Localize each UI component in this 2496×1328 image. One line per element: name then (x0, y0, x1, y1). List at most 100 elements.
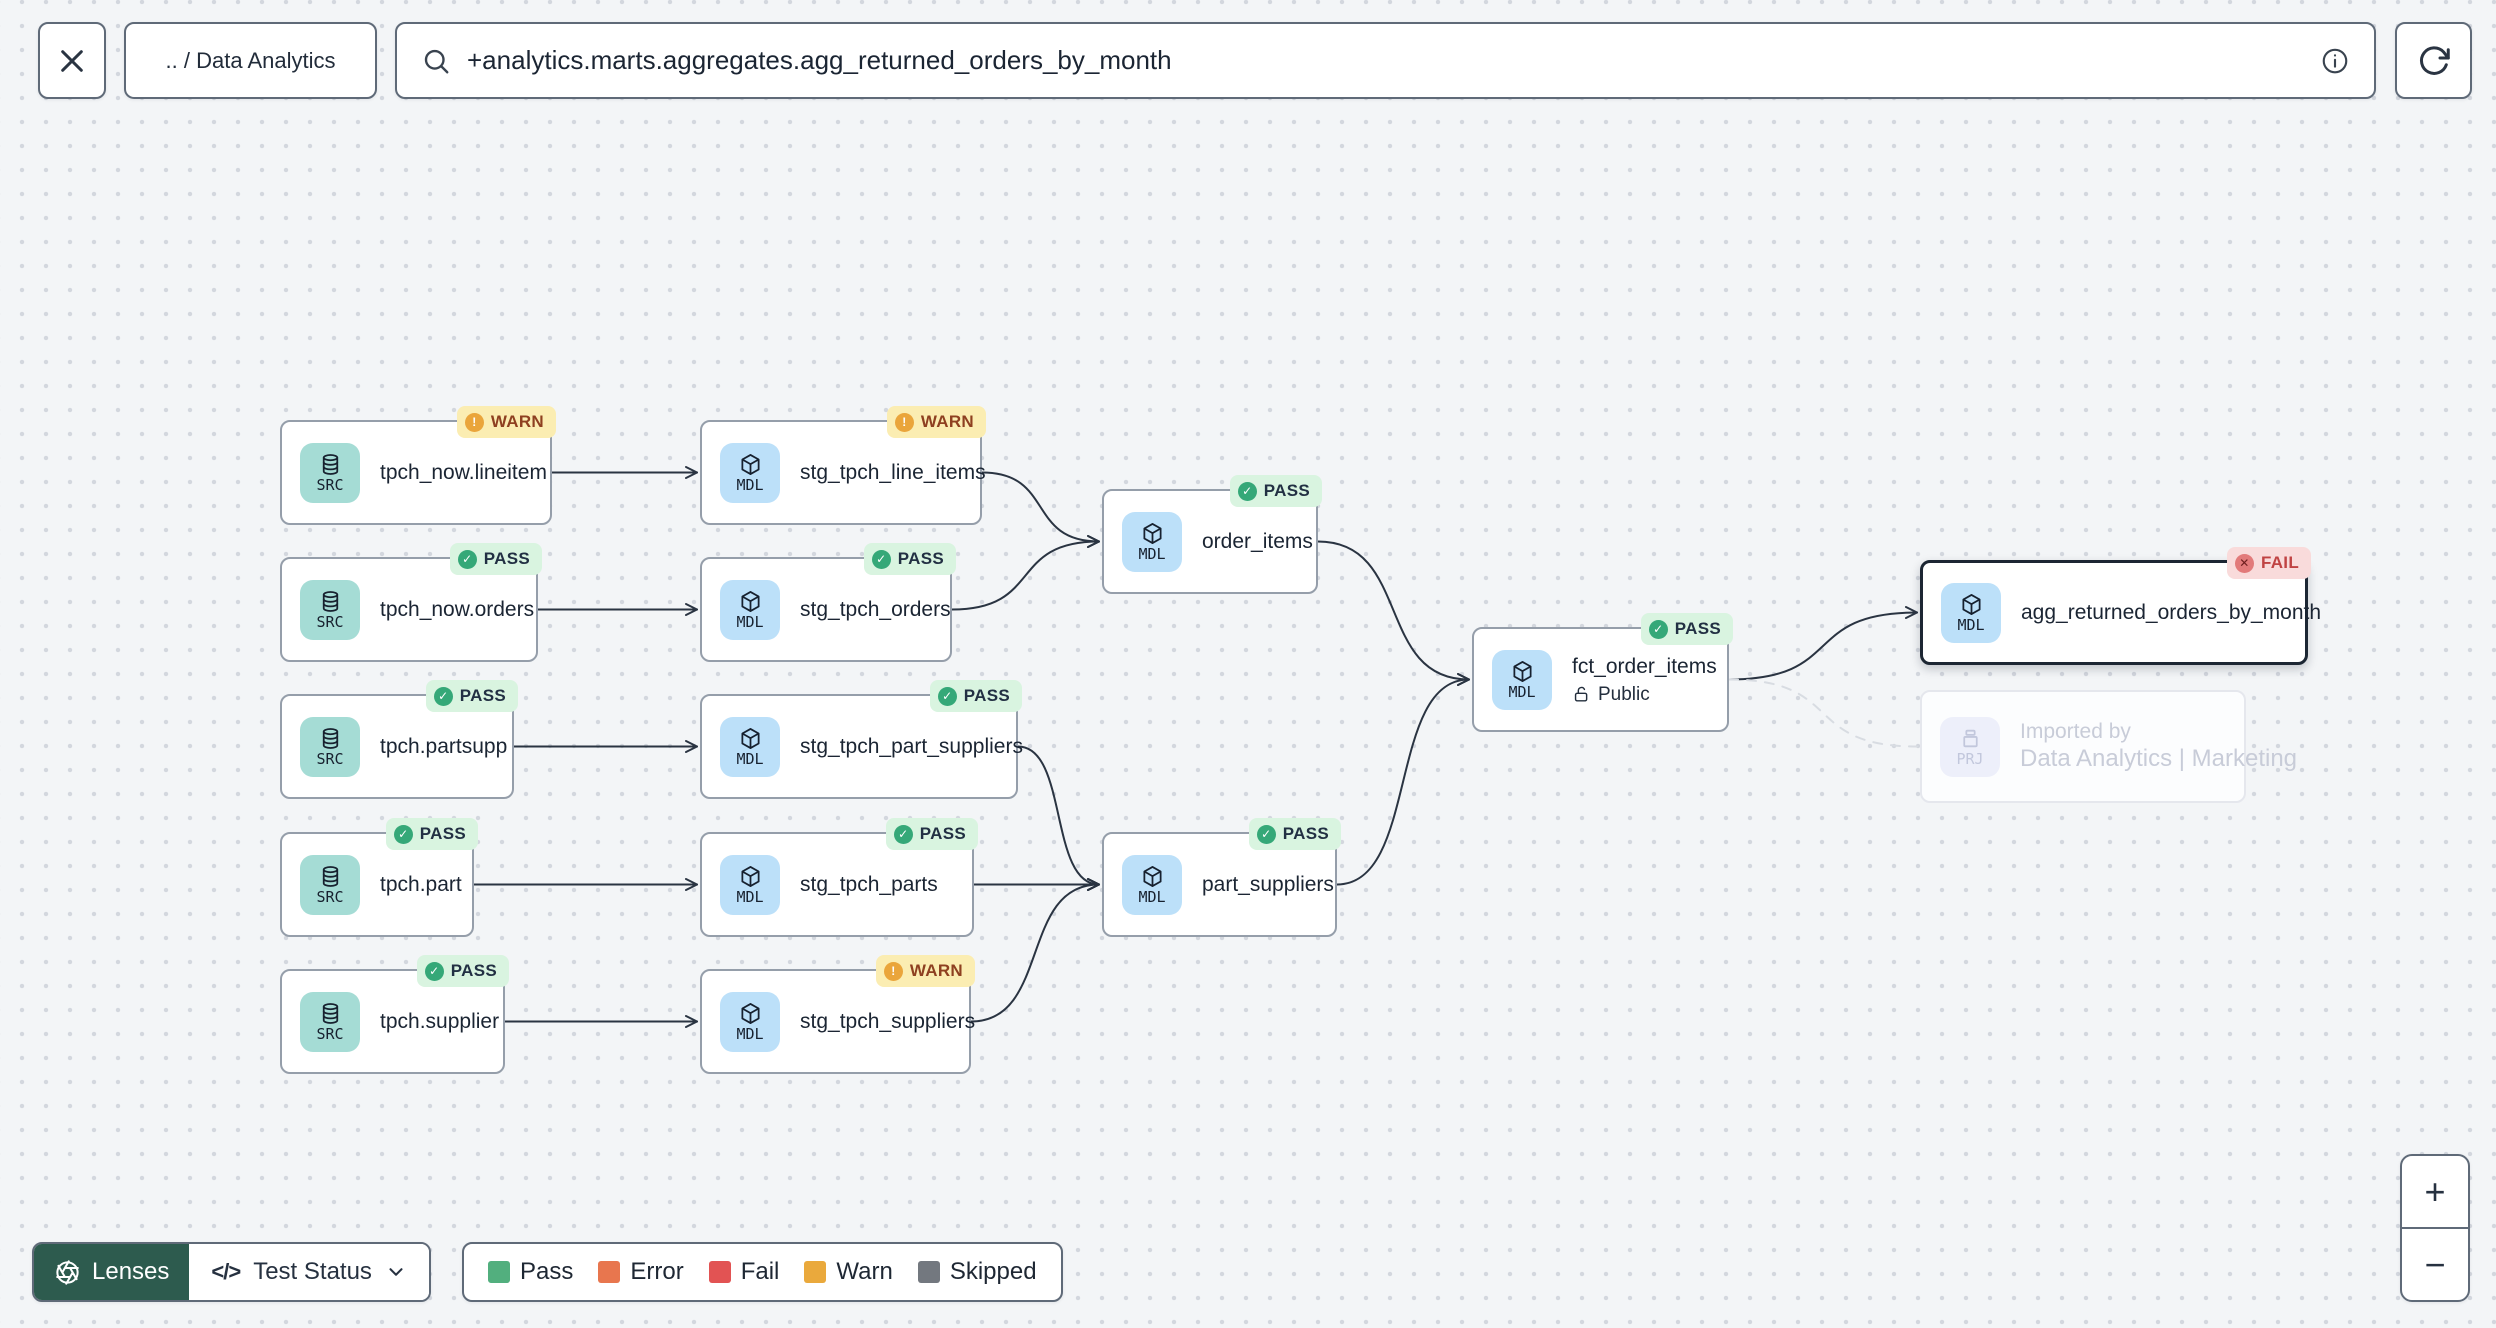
node-type-icon: SRC (300, 991, 360, 1052)
edge-stg_part_suppliers-to-part_suppliers (1017, 745, 1100, 891)
status-icon: ✓ (457, 549, 477, 569)
legend-item: Warn (804, 1258, 893, 1286)
search-icon (421, 46, 451, 76)
legend-item: Skipped (917, 1258, 1037, 1286)
node-type-icon: MDL (720, 442, 780, 503)
legend-swatch (917, 1261, 940, 1283)
edge-part_suppliers-to-fct_order_items (1336, 673, 1470, 886)
graph-node-fct_order_items[interactable]: ✓PASS MDL fct_order_items Public (1472, 613, 1733, 732)
status-icon: ! (883, 961, 903, 981)
status-icon: ✓ (893, 824, 913, 844)
legend: Pass Error Fail Warn Skipped (462, 1242, 1063, 1302)
status-badge: !WARN (886, 406, 986, 438)
node-type-icon: MDL (720, 716, 780, 777)
edge-fct_order_items-to-imported_by (1728, 678, 1918, 748)
node-type-icon: SRC (300, 716, 360, 777)
node-type-icon: SRC (300, 442, 360, 503)
close-icon (56, 45, 88, 77)
legend-swatch (708, 1261, 731, 1283)
node-title: order_items (1202, 530, 1313, 553)
info-icon[interactable] (2320, 46, 2350, 76)
search-input[interactable] (467, 45, 2304, 76)
chevron-down-icon (385, 1261, 407, 1283)
node-title: stg_tpch_suppliers (800, 1010, 976, 1033)
refresh-button[interactable] (2395, 22, 2472, 99)
node-title: fct_order_items (1572, 654, 1717, 678)
graph-node-stg_line_items[interactable]: !WARN MDL stg_tpch_line_items (700, 406, 986, 525)
graph-node-stg_part_suppliers[interactable]: ✓PASS MDL stg_tpch_part_suppliers (700, 680, 1023, 799)
graph-node-stg_suppliers[interactable]: !WARN MDL stg_tpch_suppliers (700, 955, 976, 1074)
graph-node-src_lineitem[interactable]: !WARN SRC tpch_now.lineitem (280, 406, 556, 525)
status-badge: ✓PASS (1640, 613, 1733, 645)
legend-item: Pass (488, 1258, 573, 1286)
node-title: stg_tpch_line_items (800, 461, 986, 484)
status-icon: ! (894, 412, 914, 432)
status-badge: !WARN (456, 406, 556, 438)
legend-label: Fail (740, 1258, 780, 1285)
legend-label: Pass (520, 1258, 574, 1285)
node-access-label: Public (1572, 684, 1709, 706)
node-title: stg_tpch_orders (800, 598, 951, 621)
node-type-icon: MDL (720, 579, 780, 640)
node-title: tpch.supplier (380, 1010, 500, 1033)
breadcrumb-label: .. / Data Analytics (165, 47, 336, 73)
graph-node-src_supplier[interactable]: ✓PASS SRC tpch.supplier (280, 955, 509, 1074)
node-type-icon: SRC (300, 854, 360, 915)
zoom-in-button[interactable]: + (2424, 1170, 2446, 1212)
code-icon: </> (211, 1259, 241, 1284)
lenses-label: Lenses (92, 1258, 170, 1285)
status-icon: ✓ (393, 824, 413, 844)
node-title: part_suppliers (1202, 873, 1334, 896)
graph-node-stg_parts[interactable]: ✓PASS MDL stg_tpch_parts (700, 818, 978, 937)
node-title: tpch_now.orders (380, 598, 535, 621)
graph-node-src_orders[interactable]: ✓PASS SRC tpch_now.orders (280, 543, 542, 662)
edge-stg_orders-to-order_items (951, 535, 1100, 611)
lens-pill: Lenses </> Test Status (32, 1242, 431, 1302)
node-type-icon: PRJ (1940, 716, 2000, 777)
legend-label: Error (630, 1258, 684, 1285)
graph-node-agg_returned[interactable]: ✕FAIL MDL agg_returned_orders_by_month (1920, 547, 2322, 665)
status-icon: ✓ (937, 686, 957, 706)
legend-swatch (488, 1261, 510, 1283)
legend-swatch (598, 1261, 621, 1283)
node-type-icon: SRC (300, 579, 360, 640)
graph-node-stg_orders[interactable]: ✓PASS MDL stg_tpch_orders (700, 543, 956, 662)
breadcrumb[interactable]: .. / Data Analytics (124, 22, 377, 99)
node-title: stg_tpch_part_suppliers (800, 735, 1023, 758)
node-title: Imported by (2020, 720, 2131, 743)
status-badge: ✓PASS (885, 818, 978, 850)
node-type-icon: MDL (1492, 649, 1552, 710)
status-badge: ✓PASS (425, 680, 518, 712)
node-type-icon: MDL (1122, 854, 1182, 915)
zoom-out-button[interactable]: − (2402, 1227, 2468, 1300)
close-button[interactable] (38, 22, 106, 99)
node-type-icon: MDL (720, 854, 780, 915)
test-status-dropdown[interactable]: </> Test Status (189, 1244, 429, 1300)
status-badge: !WARN (875, 955, 975, 987)
zoom-controls: + − (2400, 1154, 2470, 1302)
graph-node-src_partsupp[interactable]: ✓PASS SRC tpch.partsupp (280, 680, 518, 799)
node-title: agg_returned_orders_by_month (2021, 601, 2322, 624)
status-badge: ✓PASS (449, 543, 542, 575)
status-icon: ✓ (433, 686, 453, 706)
status-badge: ✓PASS (416, 955, 509, 987)
status-badge: ✓PASS (1248, 818, 1341, 850)
legend-label: Skipped (949, 1258, 1037, 1285)
graph-node-src_part[interactable]: ✓PASS SRC tpch.part (280, 818, 478, 937)
status-icon: ✕ (2234, 553, 2254, 573)
status-badge: ✓PASS (929, 680, 1022, 712)
graph-node-order_items[interactable]: ✓PASS MDL order_items (1102, 475, 1322, 594)
graph-node-part_suppliers[interactable]: ✓PASS MDL part_suppliers (1102, 818, 1341, 937)
legend-swatch (804, 1261, 827, 1283)
status-badge: ✓PASS (385, 818, 478, 850)
node-title: stg_tpch_parts (800, 873, 938, 896)
status-badge: ✓PASS (863, 543, 956, 575)
node-title: tpch.part (380, 873, 462, 896)
status-icon: ✓ (424, 961, 444, 981)
lenses-button[interactable]: Lenses (34, 1244, 190, 1300)
legend-label: Warn (836, 1258, 893, 1285)
graph-node-imported_by[interactable]: PRJ Imported by Data Analytics | Marketi… (1920, 690, 2297, 803)
edge-order_items-to-fct_order_items (1317, 540, 1470, 686)
